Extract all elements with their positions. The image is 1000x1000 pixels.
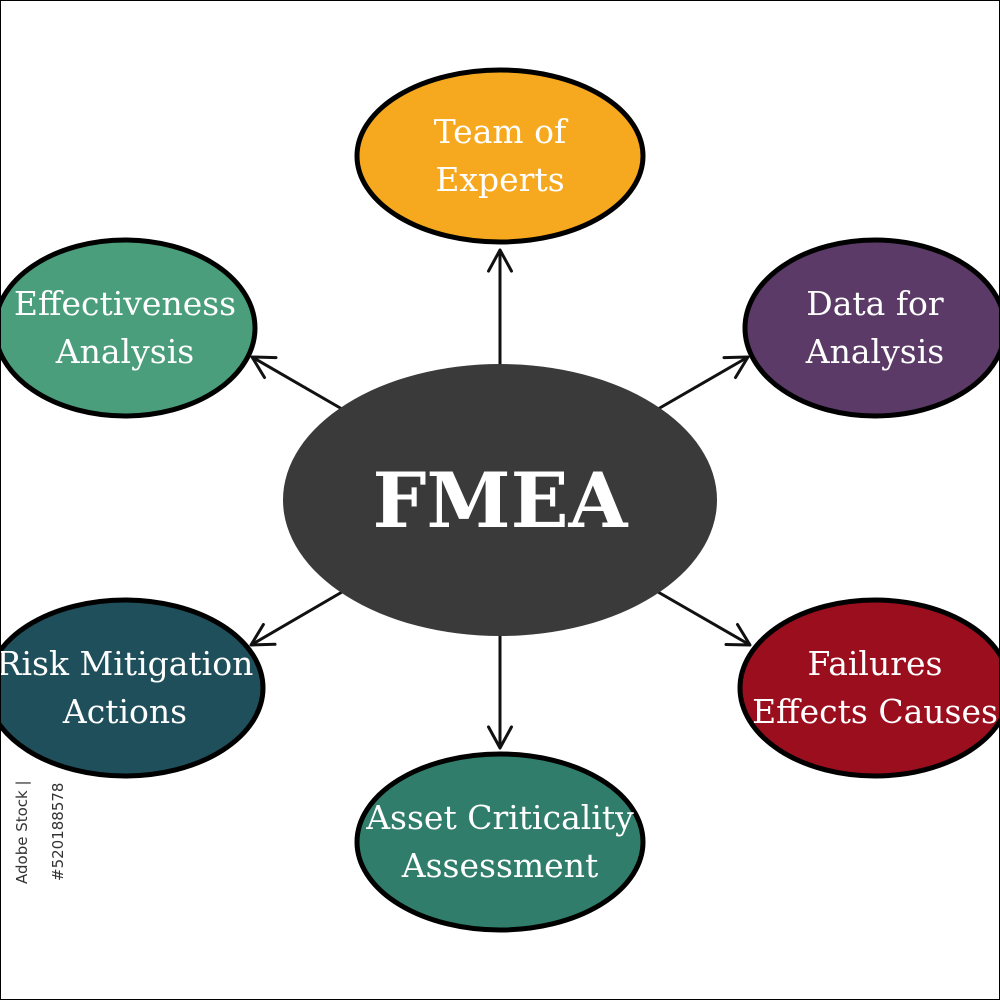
node-label-line: Assessment — [401, 846, 598, 885]
connector-data — [657, 355, 750, 411]
node-ellipse — [742, 237, 1000, 419]
arrowhead — [250, 355, 278, 379]
node-label-line: Failures — [808, 644, 943, 683]
node-ellipse — [0, 597, 266, 779]
node-label-line: Effectiveness — [14, 284, 236, 323]
node-label-line: Data for — [806, 284, 944, 323]
connector-asset — [487, 634, 513, 750]
node-team: Team of Experts — [354, 67, 646, 245]
connectors — [249, 248, 752, 750]
node-ellipse — [737, 597, 1000, 779]
connector-failures — [657, 590, 752, 647]
node-label-line: Team of — [434, 112, 569, 151]
node-label-line: Risk Mitigation — [0, 644, 253, 683]
connector-line — [250, 590, 343, 647]
arrowhead — [487, 725, 513, 750]
connector-line — [657, 590, 751, 647]
arrowhead — [487, 248, 513, 273]
node-ellipse — [354, 67, 646, 245]
connector-line — [657, 355, 749, 411]
connector-effectiveness — [250, 355, 343, 411]
center-ellipse — [283, 364, 717, 636]
arrowhead — [722, 355, 750, 379]
connector-risk — [249, 590, 343, 647]
node-ellipse — [354, 751, 646, 933]
connector-team — [487, 248, 513, 366]
center-node: FMEA — [283, 364, 717, 636]
node-ellipse — [0, 237, 258, 419]
watermark-stock-id: Adobe Stock | #520188578 — [13, 780, 67, 884]
node-label-line: Asset Criticality — [365, 798, 634, 837]
node-label-line: Effects Causes — [752, 692, 998, 731]
arrowhead — [724, 623, 752, 647]
node-label-line: Actions — [62, 692, 187, 731]
node-label-line: Analysis — [55, 332, 194, 371]
connector-line — [251, 355, 343, 411]
node-label-line: Analysis — [805, 332, 944, 371]
node-label-line: Experts — [435, 160, 564, 199]
arrowhead — [249, 623, 277, 647]
center-label: FMEA — [373, 456, 629, 545]
